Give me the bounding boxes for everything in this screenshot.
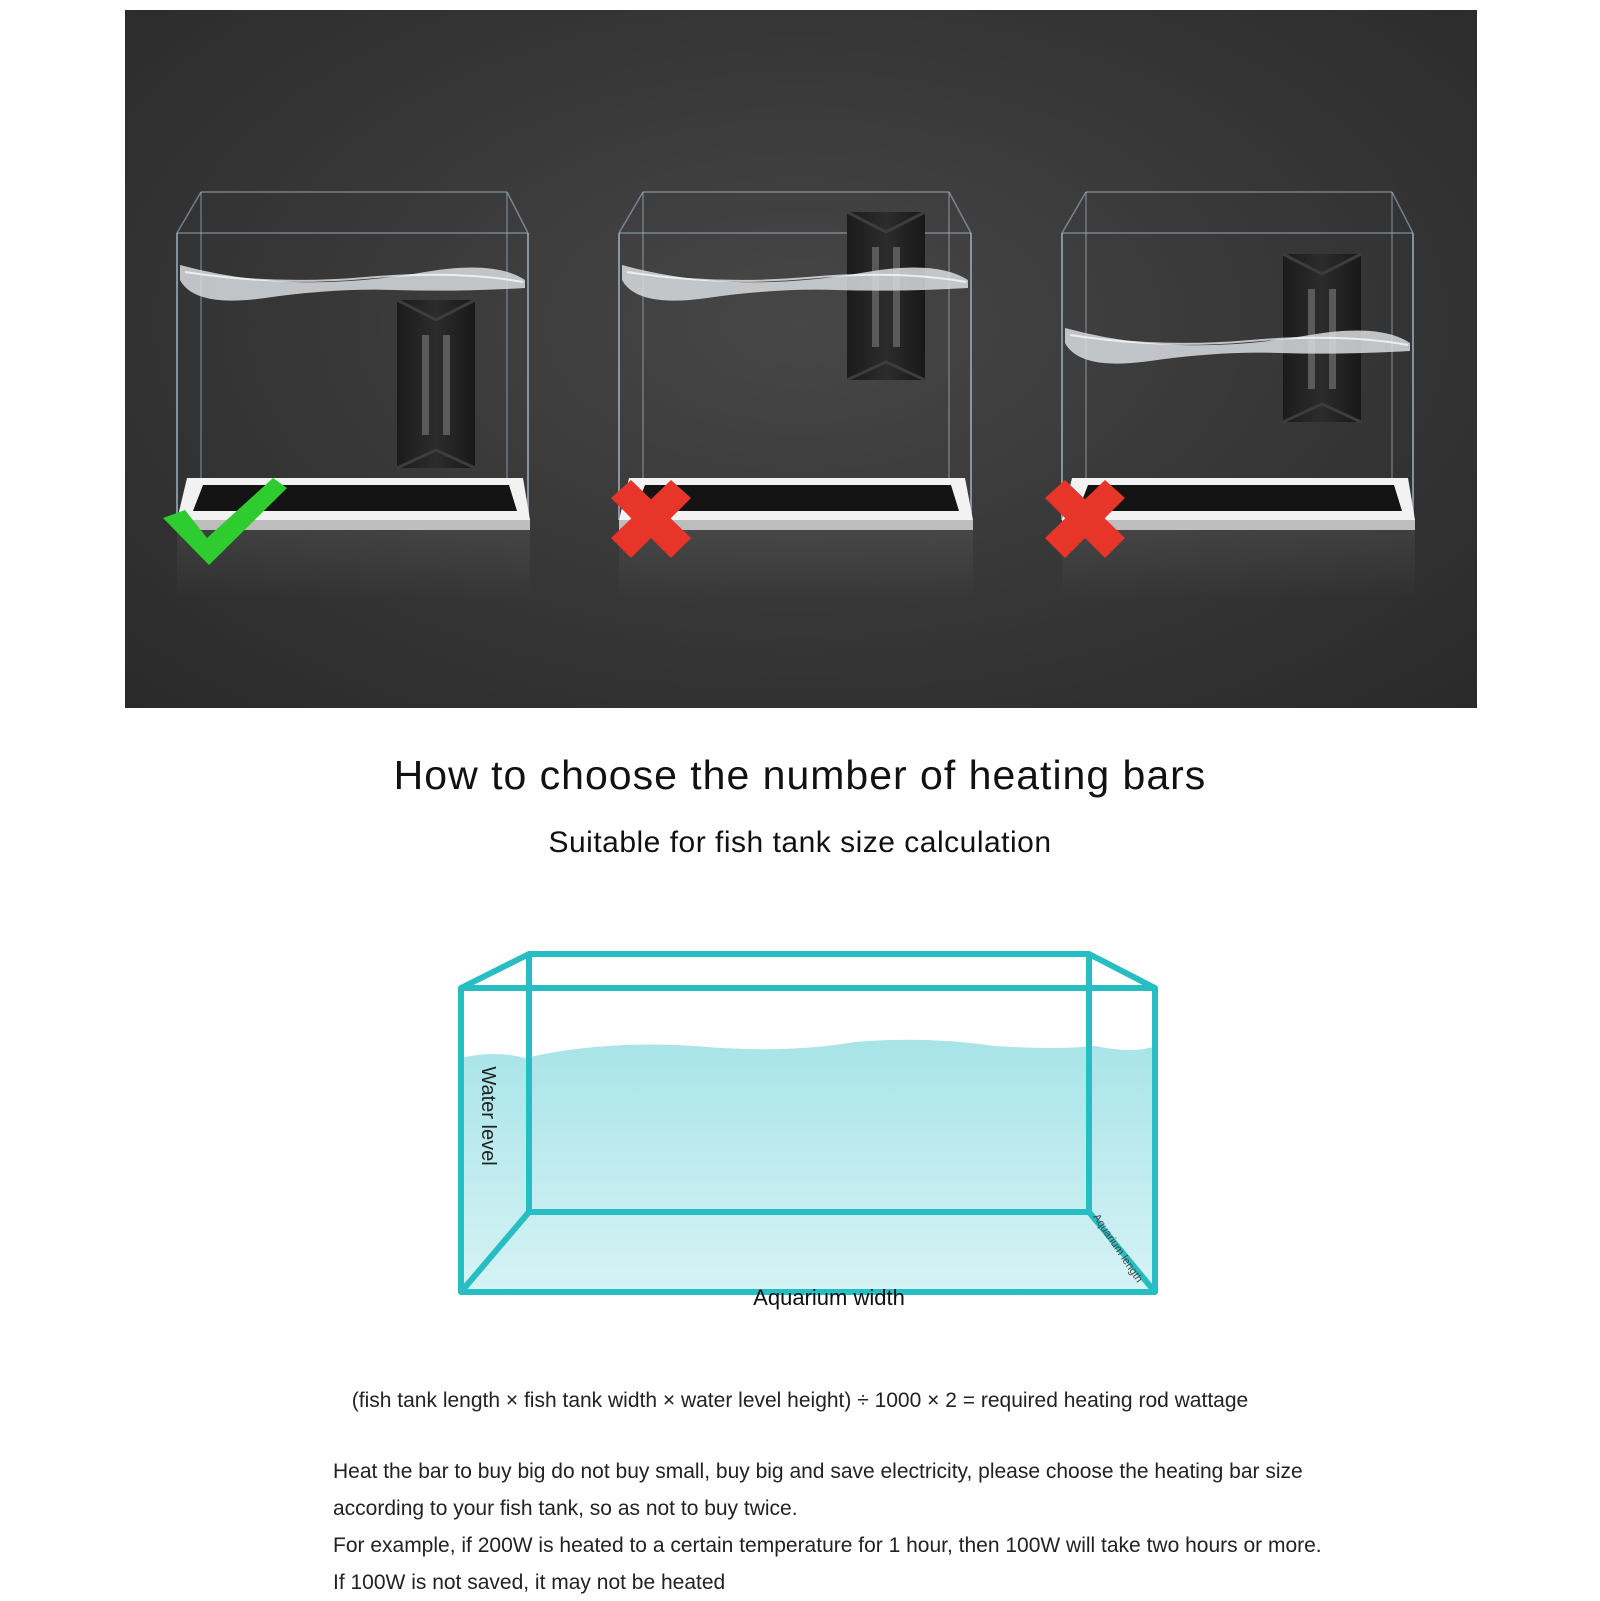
tank-correct (163, 191, 530, 600)
heater-bar (846, 210, 926, 382)
aquarium-dimension-diagram: Water level Aquarium width Aquarium leng… (455, 950, 1185, 1330)
cross-icon (1045, 480, 1125, 558)
cross-icon (611, 480, 691, 558)
wattage-formula: (fish tank length × fish tank width × wa… (351, 1389, 1249, 1412)
buying-advice: Heat the bar to buy big do not buy small… (333, 1453, 1333, 1601)
tank-frame (458, 951, 1158, 1295)
check-icon (163, 478, 287, 565)
heater-placement-illustration (125, 10, 1477, 708)
advice-line-2: For example, if 200W is heated to a cert… (333, 1534, 1322, 1594)
water-body (461, 1039, 1155, 1292)
aquarium-width-label: Aquarium width (753, 1285, 905, 1310)
heater-bar (396, 298, 476, 470)
page-title: How to choose the number of heating bars (393, 752, 1207, 798)
water-level-label: Water level (477, 1066, 499, 1165)
tank-wrong-high (611, 191, 973, 600)
advice-line-1: Heat the bar to buy big do not buy small… (333, 1460, 1303, 1520)
tank-wrong-low-water (1045, 191, 1415, 600)
page-subtitle: Suitable for fish tank size calculation (548, 826, 1052, 859)
